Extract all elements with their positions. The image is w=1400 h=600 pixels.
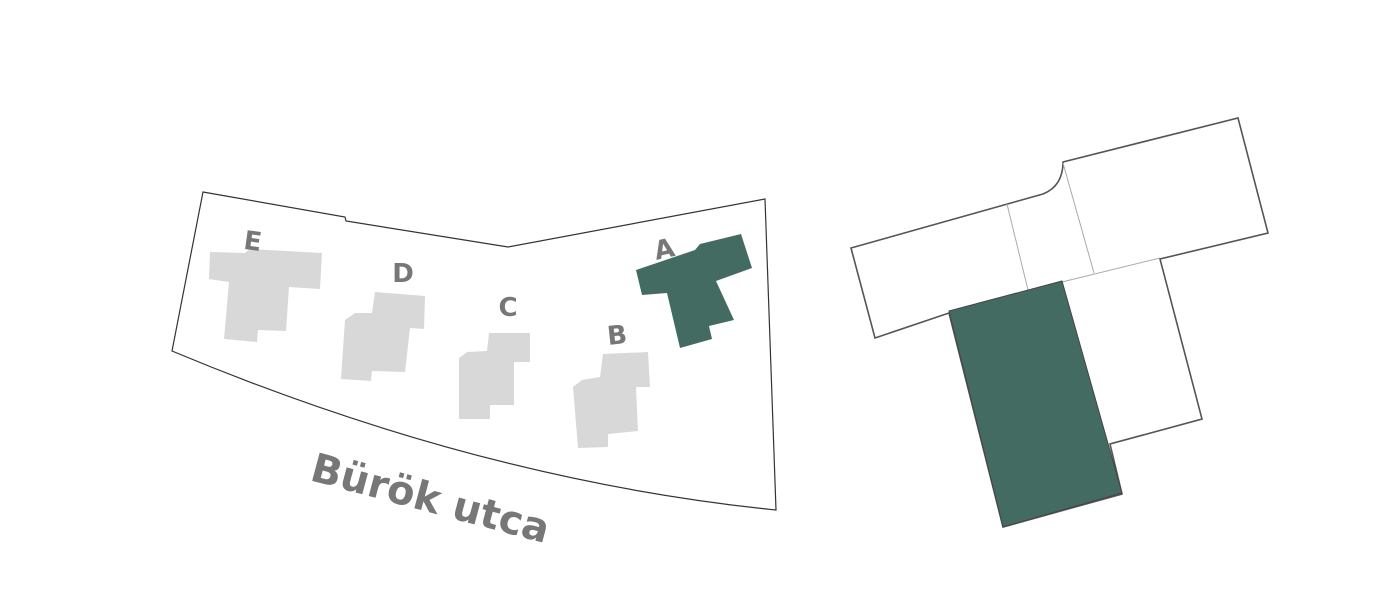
room-divider [1062, 162, 1095, 274]
room-divider [1006, 203, 1029, 291]
street-name-label: Bürök utca [306, 445, 555, 553]
floor-plan [850, 117, 1269, 528]
building-c[interactable] [459, 333, 530, 419]
building-label-a: A [651, 233, 677, 267]
building-b[interactable] [573, 352, 650, 448]
building-label-c: C [498, 293, 517, 323]
building-d[interactable] [341, 292, 425, 381]
site-boundary [171, 191, 777, 511]
selected-unit[interactable] [948, 280, 1123, 528]
building-e[interactable] [209, 249, 322, 342]
building-label-d: D [392, 259, 414, 289]
building-label-b: B [606, 320, 629, 352]
building-label-e: E [242, 226, 264, 258]
room-divider [1061, 257, 1161, 283]
building-a[interactable] [636, 234, 752, 348]
